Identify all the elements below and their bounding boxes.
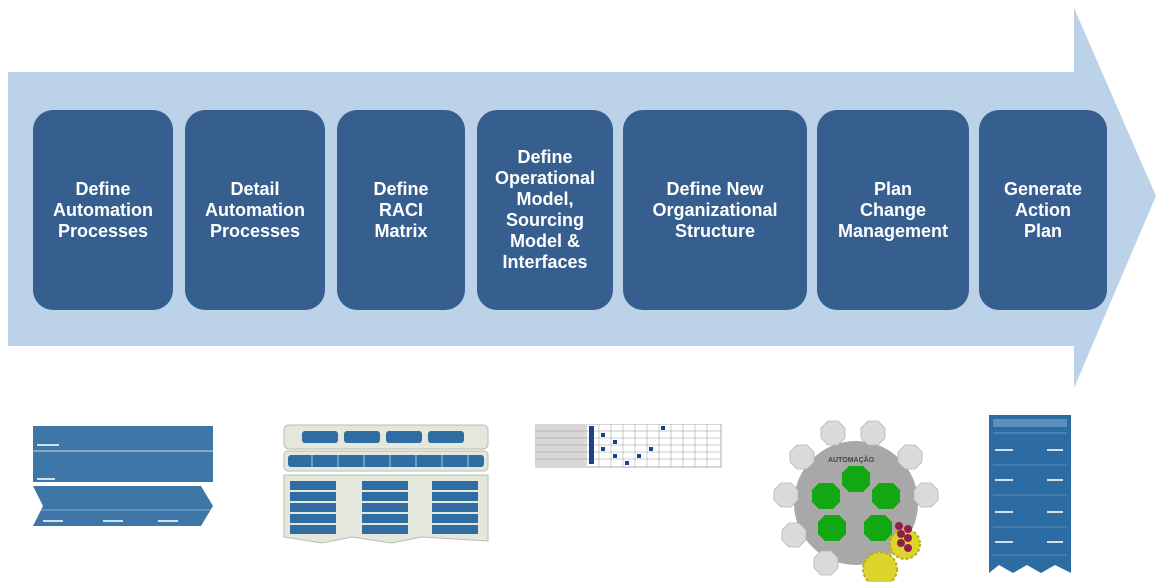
step-define-automation-processes: Define Automation Processes bbox=[33, 110, 173, 310]
action-plan-thumbnail bbox=[989, 415, 1071, 573]
step-define-new-organizational-structure: Define New Organizational Structure bbox=[623, 110, 807, 310]
step-define-raci-matrix: Define RACI Matrix bbox=[337, 110, 465, 310]
raci-matrix-thumbnail bbox=[535, 424, 722, 468]
step-plan-change-management: Plan Change Management bbox=[817, 110, 969, 310]
step-generate-action-plan: Generate Action Plan bbox=[979, 110, 1107, 310]
step-define-operational-model: Define Operational Model, Sourcing Model… bbox=[477, 110, 613, 310]
step-detail-automation-processes: Detail Automation Processes bbox=[185, 110, 325, 310]
automation-label: AUTOMAÇÃO bbox=[828, 455, 875, 464]
organizational-structure-thumbnail: AUTOMAÇÃO bbox=[773, 420, 939, 582]
detailed-process-thumbnail bbox=[283, 424, 489, 544]
process-flow-thumbnail bbox=[33, 426, 213, 526]
